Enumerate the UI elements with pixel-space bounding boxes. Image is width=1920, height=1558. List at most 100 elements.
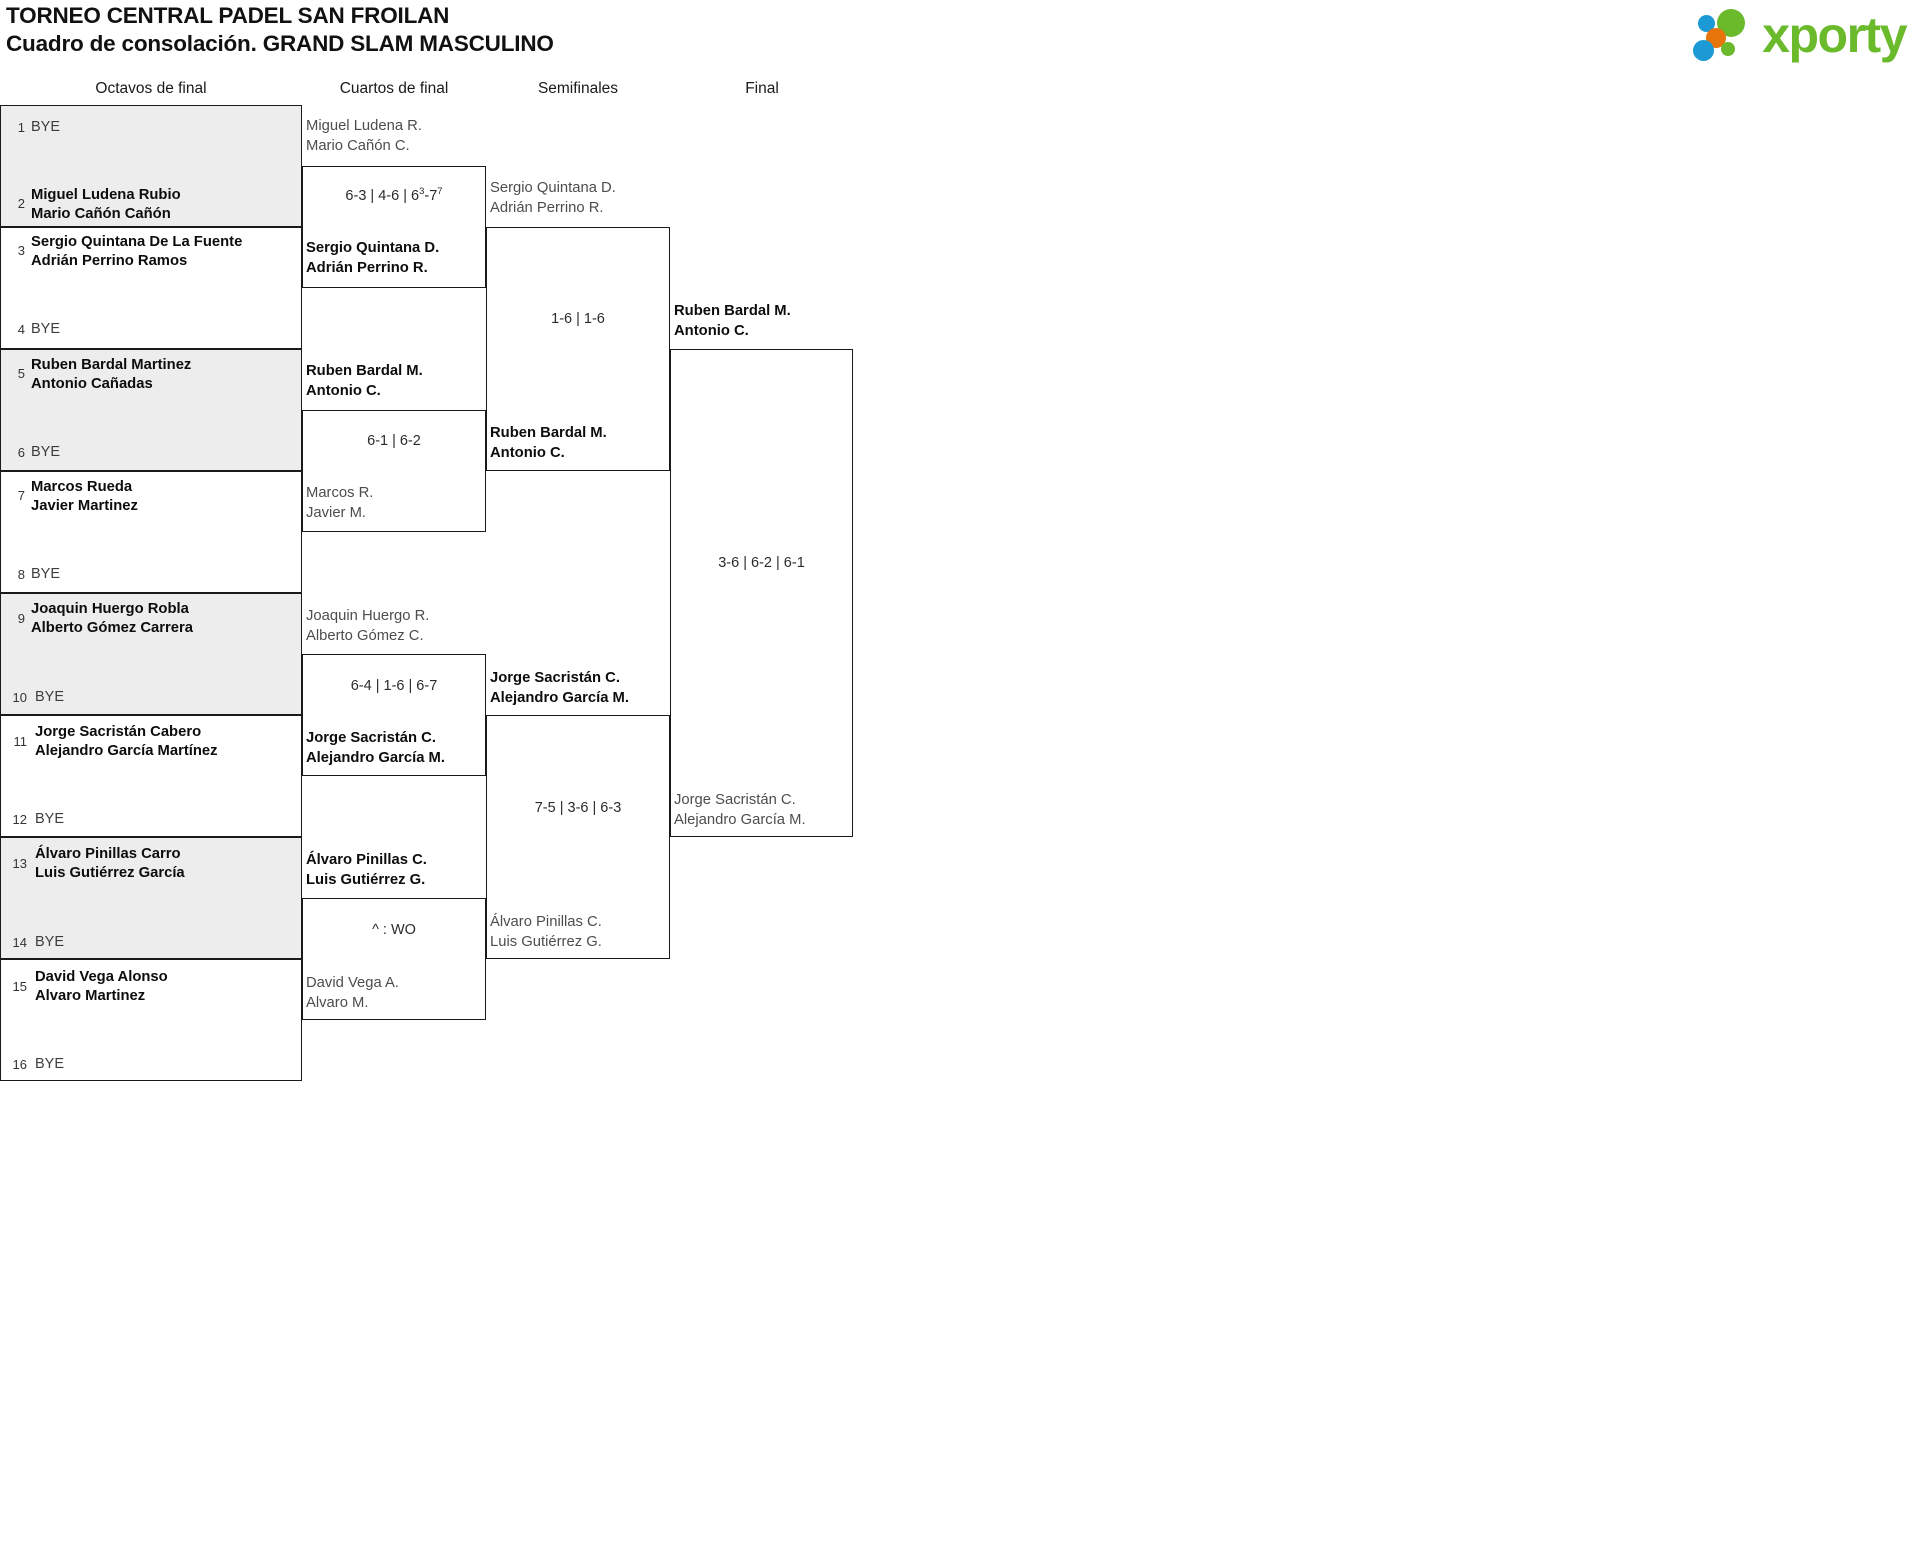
r16-names-7: Marcos Rueda Javier Martinez [31, 478, 295, 516]
round-header-cuartos: Cuartos de final [339, 80, 449, 97]
r16-slot-16[interactable]: 16 BYE [0, 1020, 302, 1081]
r16-slot-14[interactable]: 14 BYE [0, 898, 302, 959]
round-header-final: Final [745, 80, 779, 97]
sf1-top-line1: Sergio Quintana D. [490, 180, 616, 196]
sf1-bot-line2: Antonio C. [490, 444, 565, 461]
logo-wordmark: xporty [1762, 7, 1907, 63]
r16-name2-11: Alejandro García Martínez [35, 743, 218, 759]
qf-match-box-1[interactable] [302, 166, 486, 288]
r16-seed-10: 10 [12, 690, 27, 705]
final-bot-line1: Jorge Sacristán C. [674, 792, 796, 808]
qf3-bot-line1: Jorge Sacristán C. [306, 730, 436, 746]
logo-dot-green-small [1721, 42, 1736, 56]
final-top-line2: Antonio C. [674, 322, 749, 339]
r16-names-11: Jorge Sacristán Cabero Alejandro García … [35, 723, 295, 761]
qf4-bot-line2: Alvaro M. [306, 994, 369, 1011]
r16-name1-2: Miguel Ludena Rubio [31, 187, 181, 203]
sf-match-box-1[interactable] [486, 227, 670, 471]
final-top-entrant: Ruben Bardal M. Antonio C. [674, 302, 791, 341]
r16-slot-10[interactable]: 10 BYE [0, 654, 302, 715]
qf1-top-line1: Miguel Ludena R. [306, 118, 422, 134]
qf-match-box-2[interactable] [302, 410, 486, 532]
r16-seed-14: 14 [12, 935, 27, 950]
r16-slot-2[interactable]: 2 Miguel Ludena Rubio Mario Cañón Cañón [0, 166, 302, 227]
qf1-bot-line1: Sergio Quintana D. [306, 240, 440, 256]
r16-slot-6[interactable]: 6 BYE [0, 410, 302, 471]
r16-names-6: BYE [31, 443, 295, 462]
r16-slot-5[interactable]: 5 Ruben Bardal Martinez Antonio Cañadas [0, 349, 302, 410]
qf2-top-line2: Antonio C. [306, 382, 381, 399]
r16-seed-2: 2 [17, 196, 25, 211]
r16-name2-13: Luis Gutiérrez García [35, 865, 185, 881]
r16-names-9: Joaquin Huergo Robla Alberto Gómez Carre… [31, 600, 295, 638]
r16-slot-3[interactable]: 3 Sergio Quintana De La Fuente Adrián Pe… [0, 227, 302, 288]
r16-name1-9: Joaquin Huergo Robla [31, 601, 189, 617]
qf3-bottom-entrant: Jorge Sacristán C. Alejandro García M. [306, 729, 445, 768]
r16-name1-10: BYE [35, 689, 65, 705]
qf2-top-line1: Ruben Bardal M. [306, 363, 423, 379]
r16-seed-3: 3 [17, 243, 25, 258]
final-bottom-entrant: Jorge Sacristán C. Alejandro García M. [674, 791, 806, 830]
r16-name1-3: Sergio Quintana De La Fuente [31, 234, 243, 250]
r16-names-8: BYE [31, 565, 295, 584]
r16-seed-12: 12 [12, 812, 27, 827]
r16-seed-15: 15 [12, 979, 27, 994]
r16-slot-8[interactable]: 8 BYE [0, 532, 302, 593]
r16-name2-15: Alvaro Martinez [35, 988, 146, 1004]
r16-slot-7[interactable]: 7 Marcos Rueda Javier Martinez [0, 471, 302, 532]
final-match-box[interactable] [670, 349, 853, 837]
r16-slot-9[interactable]: 9 Joaquin Huergo Robla Alberto Gómez Car… [0, 593, 302, 654]
round-header-octavos: Octavos de final [95, 80, 207, 97]
qf2-bottom-entrant: Marcos R. Javier M. [306, 484, 373, 523]
r16-slot-15[interactable]: 15 David Vega Alonso Alvaro Martinez [0, 959, 302, 1020]
qf3-top-line1: Joaquin Huergo R. [306, 608, 430, 624]
r16-name2-2: Mario Cañón Cañón [31, 206, 171, 222]
sf1-top-entrant: Sergio Quintana D. Adrián Perrino R. [490, 179, 616, 218]
r16-slot-11[interactable]: 11 Jorge Sacristán Cabero Alejandro Garc… [0, 715, 302, 776]
r16-seed-1: 1 [17, 120, 25, 135]
r16-names-2: Miguel Ludena Rubio Mario Cañón Cañón [31, 186, 295, 224]
qf4-top-entrant: Álvaro Pinillas C. Luis Gutiérrez G. [306, 851, 427, 890]
qf4-score: ^ : WO [372, 922, 416, 938]
qf2-score: 6-1 | 6-2 [367, 433, 421, 449]
r16-slot-12[interactable]: 12 BYE [0, 776, 302, 837]
r16-seed-7: 7 [17, 488, 25, 503]
sf1-top-line2: Adrián Perrino R. [490, 199, 604, 216]
r16-seed-11: 11 [13, 734, 28, 749]
logo-dots-icon [1692, 9, 1760, 61]
qf3-top-entrant: Joaquin Huergo R. Alberto Gómez C. [306, 607, 429, 646]
r16-names-14: BYE [35, 933, 295, 952]
r16-slot-1[interactable]: 1 BYE [0, 105, 302, 166]
r16-names-4: BYE [31, 320, 295, 339]
r16-name2-7: Javier Martinez [31, 498, 138, 514]
r16-slot-13[interactable]: 13 Álvaro Pinillas Carro Luis Gutiérrez … [0, 837, 302, 898]
r16-name1-14: BYE [35, 934, 65, 950]
r16-names-12: BYE [35, 810, 295, 829]
qf1-bottom-entrant: Sergio Quintana D. Adrián Perrino R. [306, 239, 439, 278]
qf4-bottom-entrant: David Vega A. Alvaro M. [306, 974, 399, 1013]
final-score: 3-6 | 6-2 | 6-1 [718, 555, 805, 571]
final-bot-line2: Alejandro García M. [674, 811, 806, 828]
r16-name1-5: Ruben Bardal Martinez [31, 357, 192, 373]
r16-names-15: David Vega Alonso Alvaro Martinez [35, 968, 295, 1006]
sf1-bot-line1: Ruben Bardal M. [490, 425, 607, 441]
tournament-subtitle: Cuadro de consolación. GRAND SLAM MASCUL… [6, 31, 554, 56]
qf4-top-line2: Luis Gutiérrez G. [306, 871, 426, 888]
sf2-score: 7-5 | 3-6 | 6-3 [534, 800, 622, 816]
sf1-score: 1-6 | 1-6 [551, 311, 605, 327]
r16-names-13: Álvaro Pinillas Carro Luis Gutiérrez Gar… [35, 845, 295, 883]
qf-match-box-4[interactable] [302, 898, 486, 1020]
sf1-bottom-entrant: Ruben Bardal M. Antonio C. [490, 424, 607, 463]
r16-names-3: Sergio Quintana De La Fuente Adrián Perr… [31, 233, 295, 271]
r16-name1-11: Jorge Sacristán Cabero [35, 724, 202, 740]
r16-slot-4[interactable]: 4 BYE [0, 288, 302, 349]
qf-match-box-3[interactable] [302, 654, 486, 776]
r16-names-5: Ruben Bardal Martinez Antonio Cañadas [31, 356, 295, 394]
qf1-bot-line2: Adrián Perrino R. [306, 259, 428, 276]
qf1-top-entrant: Miguel Ludena R. Mario Cañón C. [306, 117, 422, 156]
xporty-logo: xporty [1692, 6, 1907, 64]
sf-match-box-2[interactable] [486, 715, 670, 959]
r16-seed-16: 16 [12, 1057, 27, 1072]
r16-seed-5: 5 [17, 366, 25, 381]
